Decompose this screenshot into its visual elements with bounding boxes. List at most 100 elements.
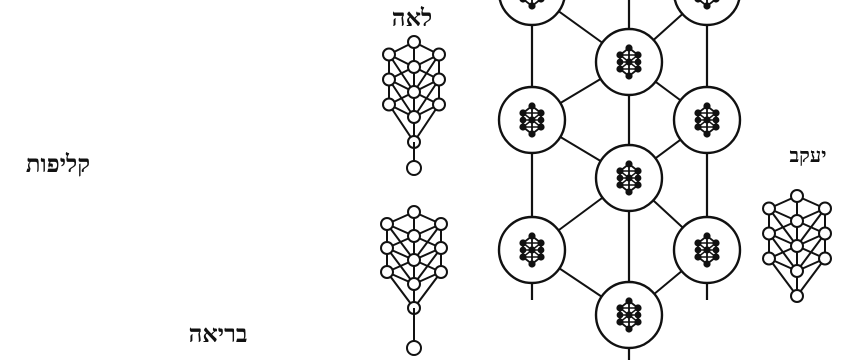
- mini-node: [712, 239, 720, 247]
- mini-node: [537, 123, 545, 131]
- lattice-edge: [413, 103, 440, 143]
- sefirah-node: [407, 60, 421, 74]
- sefirah-node: [818, 226, 832, 241]
- mini-node: [625, 188, 633, 196]
- lattice-edge: [386, 271, 415, 309]
- mini-node: [634, 51, 642, 59]
- mini-tree: [694, 0, 720, 10]
- sefirah-node: [407, 35, 421, 49]
- lattice-edge: [388, 103, 415, 143]
- mini-node: [519, 109, 527, 117]
- mini-node: [625, 58, 633, 66]
- mini-node: [528, 116, 536, 124]
- mini-node: [537, 0, 545, 3]
- mini-tree: [519, 0, 545, 10]
- sefirah-node: [382, 97, 396, 112]
- sefirah-node: [382, 47, 396, 62]
- sefirah-node: [434, 241, 448, 255]
- mini-node: [694, 109, 702, 117]
- sefirah-node: [790, 214, 804, 228]
- mini-node: [703, 116, 711, 124]
- mini-node: [537, 253, 545, 261]
- mini-tree: [616, 160, 642, 196]
- sefirah-node: [818, 201, 832, 216]
- mini-node: [625, 311, 633, 319]
- sefirah-node: [790, 189, 804, 203]
- sefirah-node: [380, 217, 394, 231]
- mini-node: [625, 44, 633, 52]
- mini-node: [528, 130, 536, 138]
- mini-node: [616, 167, 624, 175]
- mini-node: [528, 2, 536, 10]
- sefirah-node: [407, 253, 421, 267]
- sefirah-node: [380, 241, 394, 255]
- tree-leah-upper: [382, 35, 446, 176]
- mini-node: [528, 232, 536, 240]
- mini-node: [625, 174, 633, 182]
- mini-node: [634, 174, 642, 182]
- mini-node: [712, 246, 720, 254]
- sefirah-circle: [673, 0, 741, 27]
- label-leah: לאה: [392, 3, 432, 32]
- mini-node: [694, 0, 702, 3]
- sefirah-node: [407, 229, 421, 243]
- mini-node: [616, 58, 624, 66]
- mini-node: [634, 304, 642, 312]
- mini-node: [634, 181, 642, 189]
- tree-lower-left: [380, 205, 448, 356]
- mini-tree: [616, 44, 642, 80]
- sefirah-node: [434, 217, 448, 231]
- mini-node: [634, 318, 642, 326]
- mini-node: [625, 72, 633, 80]
- mini-node: [528, 246, 536, 254]
- mini-node: [616, 174, 624, 182]
- mini-node: [703, 232, 711, 240]
- mini-node: [537, 239, 545, 247]
- mini-node: [625, 325, 633, 333]
- mini-node: [616, 311, 624, 319]
- sefirah-circle: [498, 0, 566, 27]
- sefirah-node: [762, 251, 776, 266]
- mini-node: [712, 116, 720, 124]
- mini-node: [519, 239, 527, 247]
- sefirah-node: [790, 264, 804, 278]
- mini-node: [694, 123, 702, 131]
- mini-node: [528, 260, 536, 268]
- mini-tree: [519, 102, 545, 138]
- mini-node: [694, 253, 702, 261]
- mini-node: [694, 246, 702, 254]
- mini-node: [703, 246, 711, 254]
- sefirah-node: [432, 97, 446, 112]
- label-beriah: בריאה: [189, 319, 248, 348]
- sefirah-node: [432, 72, 446, 87]
- sefirah-node: [762, 226, 776, 241]
- mini-node: [519, 253, 527, 261]
- mini-node: [712, 109, 720, 117]
- sefirah-node: [818, 251, 832, 266]
- mini-tree: [694, 102, 720, 138]
- mini-node: [616, 65, 624, 73]
- lattice-edge: [413, 271, 442, 309]
- mini-node: [616, 181, 624, 189]
- mini-tree: [616, 297, 642, 333]
- mini-tree: [519, 232, 545, 268]
- mini-node: [694, 239, 702, 247]
- mini-node: [625, 160, 633, 168]
- mini-node: [519, 0, 527, 3]
- mini-node: [634, 311, 642, 319]
- mini-node: [616, 318, 624, 326]
- mini-node: [616, 304, 624, 312]
- sefirah-node: [407, 110, 421, 124]
- sefirah-node: [790, 289, 804, 303]
- tree-yaakov: [762, 189, 832, 303]
- lattice-edge: [768, 257, 798, 297]
- sefirah-node: [407, 277, 421, 291]
- sefirah-node: [762, 201, 776, 216]
- mini-node: [519, 123, 527, 131]
- sefirah-node: [407, 85, 421, 99]
- mini-node: [703, 130, 711, 138]
- label-yaakov: יעקב: [790, 143, 827, 167]
- mini-node: [537, 109, 545, 117]
- mini-node: [537, 116, 545, 124]
